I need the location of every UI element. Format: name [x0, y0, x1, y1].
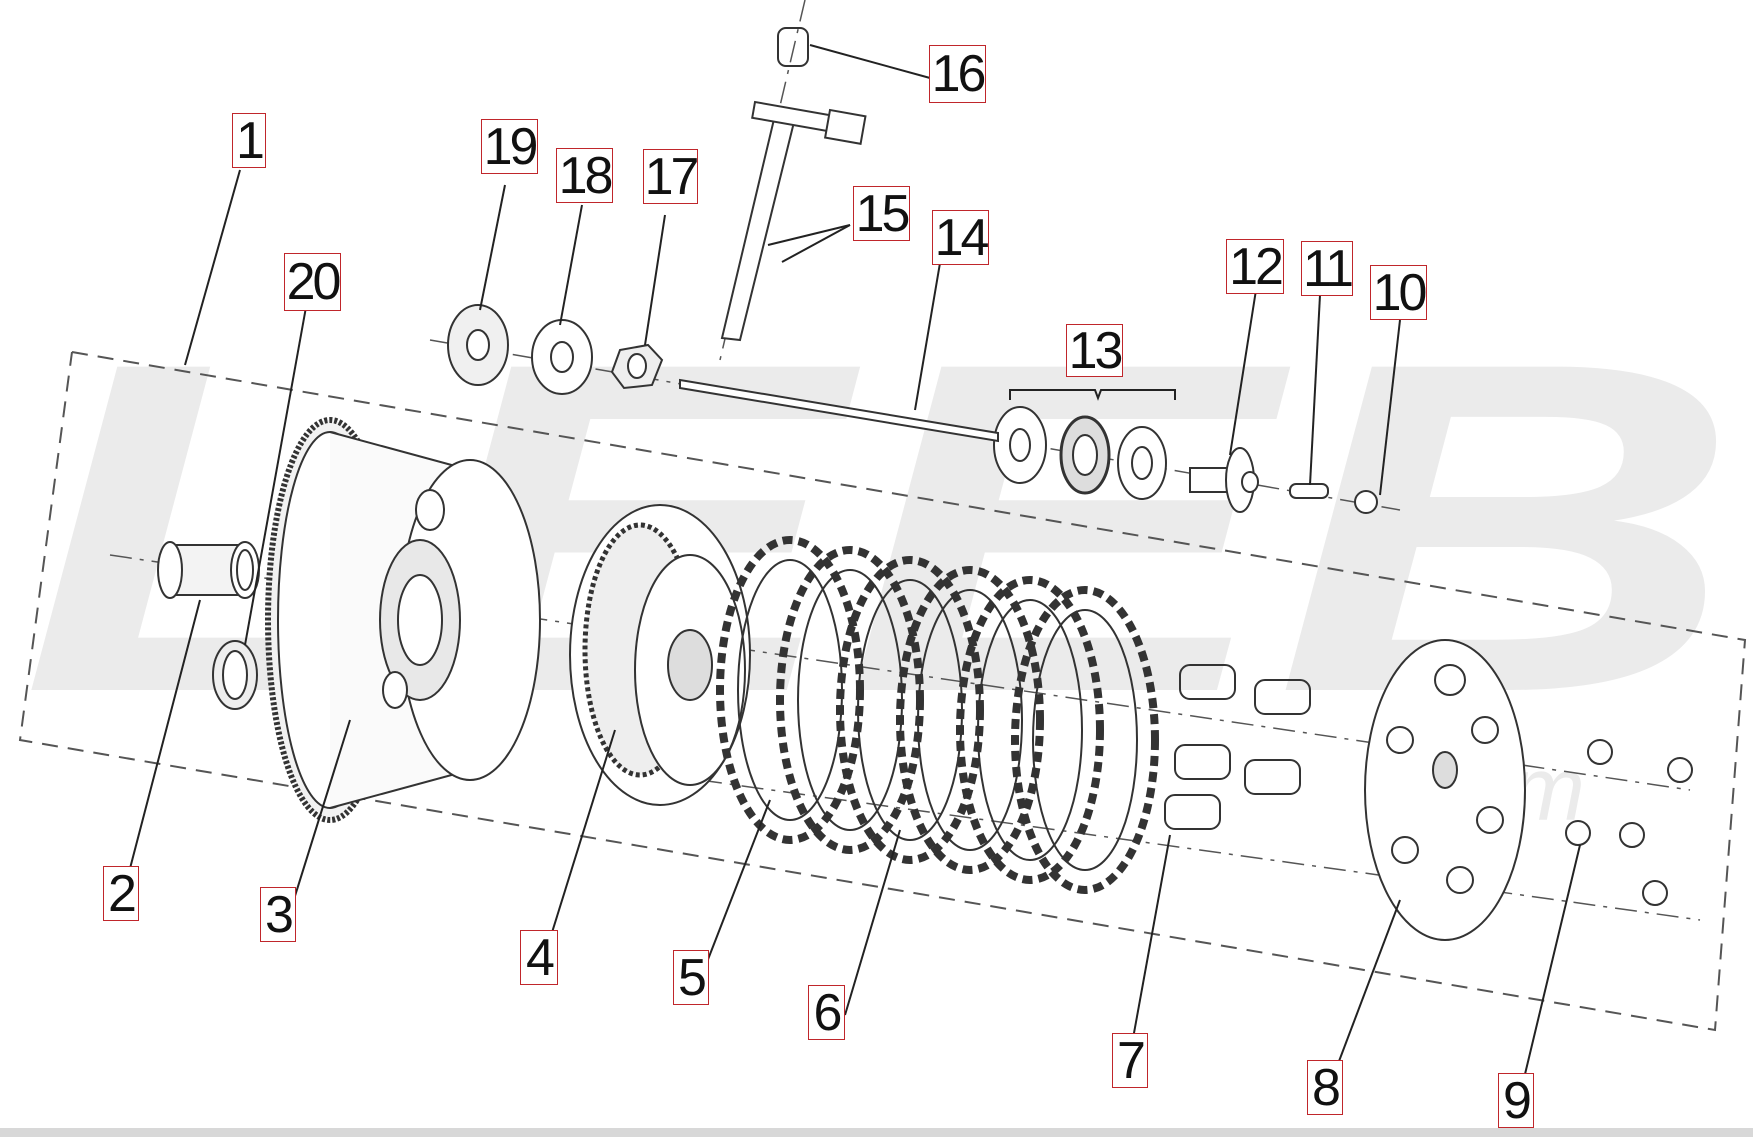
- assembly-frame: [18, 351, 1747, 1032]
- callout-8: 8: [1307, 1060, 1343, 1115]
- part-needle-bearing: [212, 640, 258, 710]
- callout-1: 1: [232, 113, 266, 168]
- part-return-spring: [777, 27, 809, 67]
- callout-3: 3: [260, 887, 296, 942]
- callout-2: 2: [103, 866, 139, 921]
- part-bolts: [1565, 739, 1693, 906]
- callout-16: 16: [929, 45, 986, 103]
- part-clutch-plates: [716, 536, 1159, 894]
- part-pressure-plate: [1364, 639, 1526, 941]
- callout-13: 13: [1066, 324, 1123, 377]
- callout-6: 6: [808, 985, 845, 1040]
- callout-4: 4: [520, 930, 558, 985]
- part-washer-18: [531, 319, 593, 395]
- callout-11: 11: [1301, 241, 1354, 296]
- callout-5: 5: [673, 950, 709, 1005]
- callout-19: 19: [481, 119, 538, 174]
- part-nut: [1354, 490, 1378, 514]
- callout-17: 17: [643, 147, 699, 206]
- callout-14: 14: [932, 210, 989, 265]
- callout-20: 20: [284, 253, 341, 311]
- part-washer-19: [447, 304, 509, 386]
- part-springs: [1164, 664, 1311, 830]
- leader-lines: [126, 44, 1581, 1096]
- callout-10: 10: [1370, 265, 1427, 320]
- callout-18: 18: [556, 148, 613, 203]
- part-hex-nut: [610, 343, 664, 390]
- callout-12: 12: [1226, 239, 1284, 294]
- part-clutch-basket: [265, 417, 541, 823]
- part-thrust-bearing-set: [993, 406, 1167, 500]
- callout-9: 9: [1498, 1073, 1534, 1128]
- callout-7: 7: [1112, 1033, 1148, 1088]
- part-pin: [1289, 483, 1329, 499]
- part-release-shaft: [720, 100, 867, 342]
- part-push-rod: [679, 378, 999, 443]
- parts: [157, 27, 1693, 941]
- bottom-edge: [0, 1128, 1753, 1137]
- part-push-piece: [1189, 447, 1259, 513]
- part-bushing: [157, 541, 260, 599]
- callout-15: 15: [853, 186, 910, 241]
